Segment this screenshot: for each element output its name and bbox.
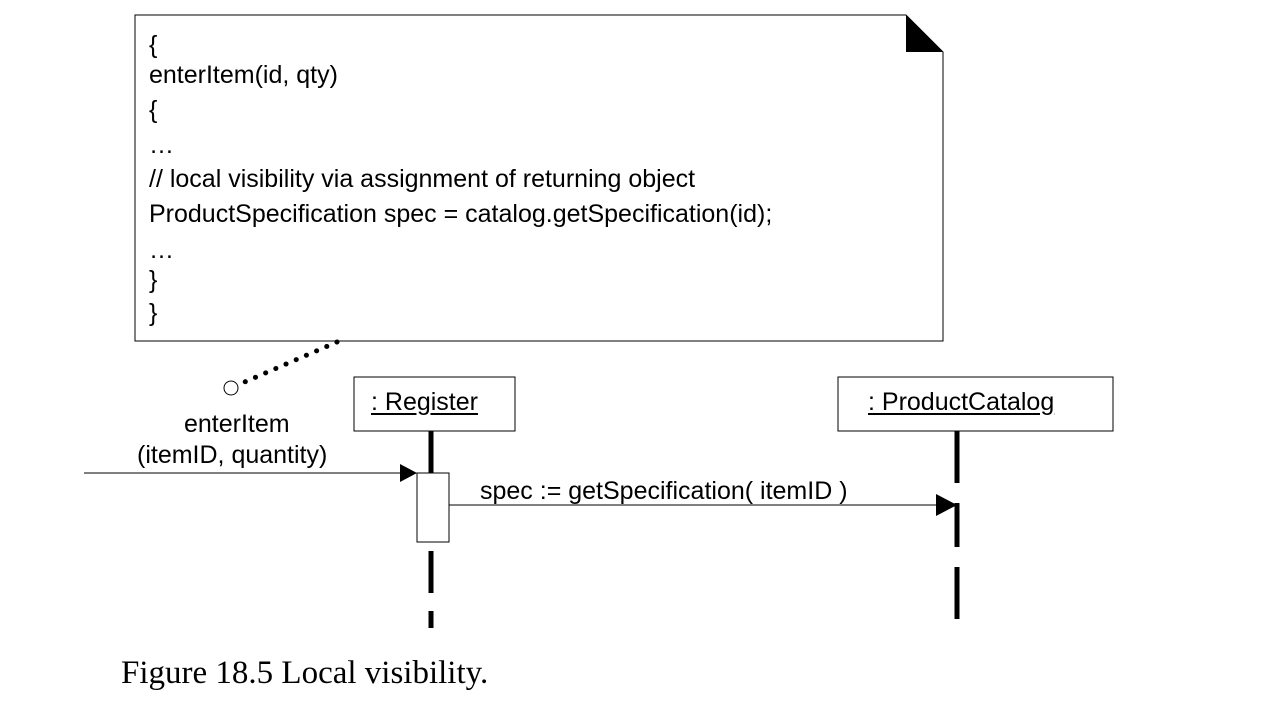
note-code-line: } <box>149 266 158 294</box>
note-code-line: … <box>149 236 174 264</box>
register-activation-bar <box>416 472 450 543</box>
note-folded-corner <box>906 15 943 52</box>
incoming-message-label-args: (itemID, quantity) <box>137 441 328 469</box>
note-code-line: ProductSpecification spec = catalog.getS… <box>149 200 773 228</box>
note-code-line: … <box>149 131 174 159</box>
catalog-lifeline-box <box>837 376 1114 432</box>
note-box <box>134 14 944 342</box>
note-code-line: { <box>149 96 158 124</box>
code-note <box>134 14 944 342</box>
incoming-message-arrowhead <box>400 464 417 482</box>
register-label: : Register <box>371 388 478 416</box>
note-anchor-line <box>237 339 340 387</box>
figure-caption: Figure 18.5 Local visibility. <box>121 655 489 691</box>
catalog-label: : ProductCatalog <box>868 388 1055 416</box>
get-spec-message-label: spec := getSpecification( itemID ) <box>480 477 848 505</box>
note-code-line: // local visibility via assignment of re… <box>149 165 696 193</box>
note-code-line: { <box>149 31 158 59</box>
note-code-line: } <box>149 299 158 327</box>
note-anchor-circle <box>223 380 239 396</box>
register-lifeline-box <box>353 376 516 432</box>
incoming-message-label-name: enterItem <box>184 410 290 438</box>
get-spec-message-arrowhead <box>936 494 957 516</box>
note-code-line: enterItem(id, qty) <box>149 61 338 89</box>
